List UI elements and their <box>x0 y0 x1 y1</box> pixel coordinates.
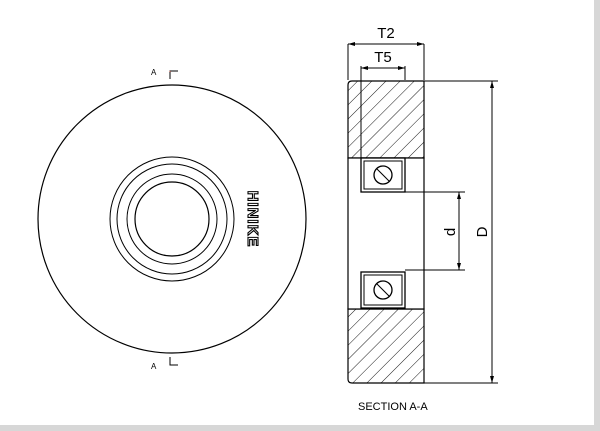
section-marker-top: A <box>151 68 178 79</box>
dimension-outer-diameter: D <box>424 80 498 384</box>
section-title: SECTION A-A <box>358 401 428 413</box>
dimension-d-lower-label: d <box>442 228 459 236</box>
bearing-shield-circle <box>116 163 228 275</box>
dimension-bore: d <box>405 191 465 271</box>
front-view: A A HINIKE <box>37 68 307 371</box>
section-marker-top-arrow <box>169 70 178 79</box>
bearing-outer-circle <box>109 156 235 282</box>
dimension-t2-label: T2 <box>377 25 395 42</box>
dimension-t2: T2 <box>347 25 425 80</box>
tire-section-top <box>347 80 425 159</box>
wheel-outer-circle <box>37 84 307 354</box>
dimension-t5: T5 <box>360 49 406 158</box>
dimension-t5-label: T5 <box>374 49 392 66</box>
window-bottom-edge <box>0 425 600 431</box>
section-marker-bottom-arrow <box>169 357 178 366</box>
section-marker-bottom-label: A <box>151 362 157 371</box>
bearing-section-bottom <box>360 271 406 309</box>
section-marker-top-label: A <box>151 68 157 77</box>
brand-logo-text: HINIKE <box>244 191 261 248</box>
bearing-section-top <box>360 157 406 193</box>
section-view: T2 T5 D d SECTION <box>347 25 498 413</box>
bore-circle <box>134 181 210 257</box>
tire-section-bottom <box>347 308 425 384</box>
inner-ring-outer-circle <box>126 173 218 265</box>
dimension-d-upper-label: D <box>474 226 491 237</box>
section-marker-bottom: A <box>151 357 178 371</box>
window-right-edge <box>594 0 600 431</box>
